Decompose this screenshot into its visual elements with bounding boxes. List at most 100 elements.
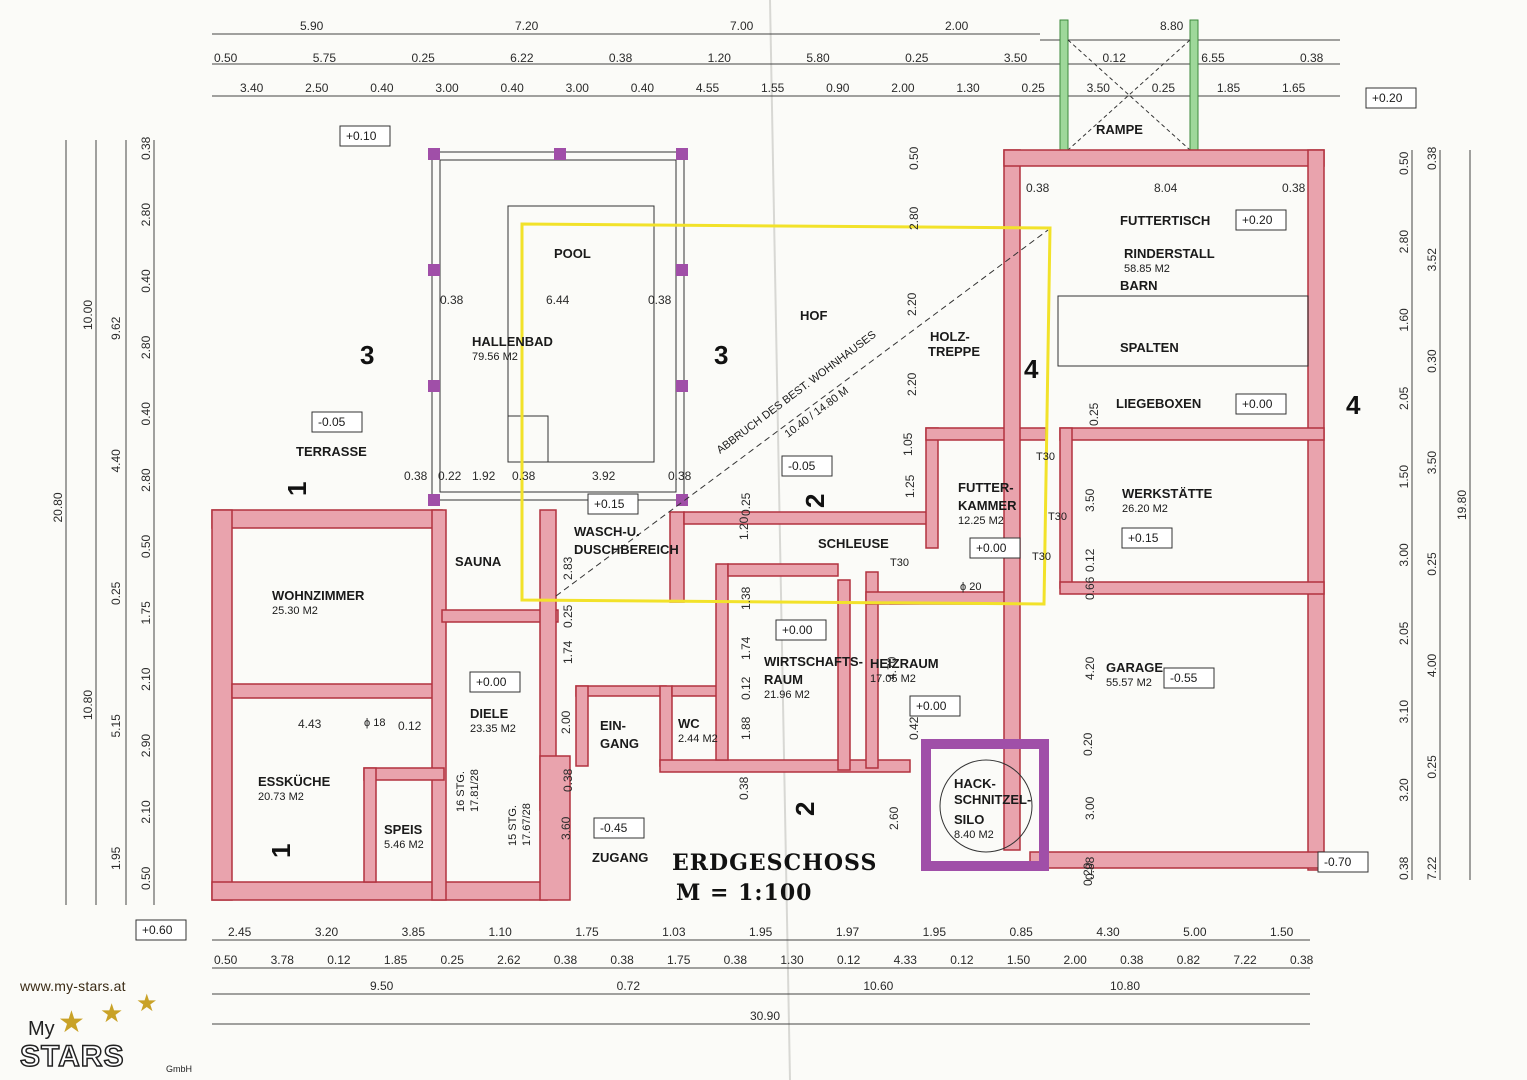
stair-ratio: 17.67/28 [521,803,533,846]
room-label-wirtschaft1: WIRTSCHAFTS- [764,654,863,669]
dimension-top: 6.22 [510,51,534,65]
stair-ratio: 17.81/28 [469,769,481,812]
dimension-right: 3.10 [1397,700,1411,724]
dimension-bottom: 3.78 [271,953,295,967]
brand-name-my: My [28,1018,55,1040]
dimension-top: 5.80 [806,51,830,65]
dimension-bottom: 2.62 [497,953,521,967]
dimension-lines-top [212,33,1340,97]
dimension-left: 2.10 [139,667,153,691]
level-box [1235,209,1287,231]
level-value: +0.15 [1128,531,1159,545]
stall-slats [1057,295,1309,367]
room-area-rinderstall: 58.85 M2 [1124,263,1170,275]
dimension-inner: 2.20 [905,372,919,396]
dimension-inner: 3.60 [559,816,573,840]
dimension-top: 0.25 [1022,81,1046,95]
level-box [1235,393,1287,415]
level-box [1121,527,1173,549]
dimension-bottom: 3.85 [402,925,426,939]
room-label-hack1: HACK- [954,776,996,791]
dimension-bottom: 0.12 [327,953,351,967]
plan-title: ERDGESCHOSS [672,850,877,876]
room-area-heizraum: 17.05 M2 [870,673,916,685]
section-marker: 1 [282,482,312,496]
room-area-speis: 5.46 M2 [384,839,424,851]
dimension-left: 0.38 [139,136,153,160]
dimension-top: 0.12 [1103,51,1127,65]
room-label-wasch1: WASCH-U. [574,524,640,539]
dimension-right: 7.22 [1425,856,1439,880]
dimension-top: 8.80 [1160,19,1184,33]
dimension-left: 4.40 [109,449,123,473]
dimension-bottom: 0.85 [1010,925,1034,939]
dimension-inner: 0.20 [1081,732,1095,756]
level-box [311,411,363,433]
dimension-inner: 2.83 [561,556,575,580]
dimension-inner: 0.38 [440,293,464,307]
level-value: +0.00 [1242,397,1273,411]
dimension-top: 1.30 [956,81,980,95]
dimension-bottom: 9.50 [370,979,394,993]
room-label-wirtschaft2: RAUM [764,672,803,687]
dimension-left: 2.80 [139,203,153,227]
room-label-barn: BARN [1120,278,1158,293]
room-label-futter1: FUTTER- [958,480,1014,495]
dimension-top: 0.25 [1152,81,1176,95]
dimension-top: 3.40 [240,81,264,95]
dimension-right: 0.30 [1425,349,1439,373]
dimension-bottom: 4.33 [894,953,918,967]
dimension-left: 9.62 [109,316,123,340]
dimension-top: 4.55 [696,81,720,95]
dimension-bottom: 0.12 [950,953,974,967]
dimension-bottom: 5.00 [1183,925,1207,939]
dimension-inner: 1.74 [739,636,753,660]
dimension-top: 5.75 [313,51,337,65]
dimension-inner: 0.22 [438,469,462,483]
dimension-lines-bottom [212,939,1310,1025]
level-box [339,125,391,147]
section-marker: 4 [1024,354,1039,384]
room-area-hack3: 8.40 M2 [954,829,994,841]
brand-url[interactable]: www.my-stars.at [20,978,126,994]
dimension-inner: 0.50 [907,146,921,170]
plan-scale: M = 1:100 [676,880,812,906]
room-label-schleuse: SCHLEUSE [818,536,889,551]
room-label-hallenbad: HALLENBAD [472,334,553,349]
dimension-top: 7.20 [515,19,539,33]
demolition-note: ABBRUCH DES BEST. WOHNHAUSES [715,329,879,457]
dimension-top: 2.00 [891,81,915,95]
dimension-top: 0.38 [1300,51,1324,65]
room-area-wirtschaft2: 21.96 M2 [764,689,810,701]
dimension-top: 1.20 [708,51,732,65]
dimension-inner: 0.38 [512,469,536,483]
level-box [1163,667,1215,689]
dimension-top: 5.90 [300,19,324,33]
dimension-right: 4.00 [1425,653,1439,677]
dimension-left: 1.95 [109,846,123,870]
dimension-top: 0.40 [631,81,655,95]
fire-door-label: T30 [1048,511,1067,523]
star-icon: ★ [136,990,158,1017]
section-marker: 2 [800,494,830,508]
dimension-bottom: 3.20 [315,925,339,939]
dimension-bottom: 2.00 [1063,953,1087,967]
room-label-futter2: KAMMER [958,498,1017,513]
dimension-inner: 0.38 [737,776,751,800]
dimension-inner: 0.38 [1026,181,1050,195]
dimension-inner: 2.60 [887,806,901,830]
room-label-wasch2: DUSCHBEREICH [574,542,679,557]
level-value: -0.05 [318,415,346,429]
dimension-inner: 2.20 [905,292,919,316]
dimension-left: 2.80 [139,335,153,359]
walls [211,149,1325,901]
room-label-holz1: HOLZ- [930,329,970,344]
dimension-left: 20.80 [51,492,65,522]
dimension-right: 19.80 [1455,490,1469,520]
dimension-bottom: 1.75 [667,953,691,967]
dimension-top: 2.00 [945,19,969,33]
fire-door-label: T30 [1032,551,1051,563]
dimension-inner: 0.25 [739,492,753,516]
level-box [135,919,187,941]
